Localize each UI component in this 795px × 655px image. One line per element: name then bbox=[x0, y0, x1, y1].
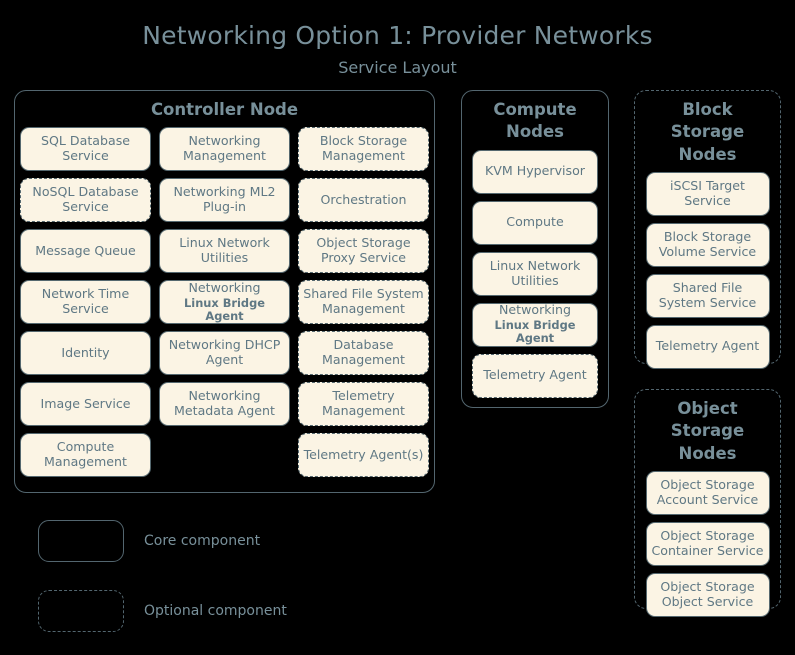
service-box[interactable]: Linux Network Utilities bbox=[472, 251, 598, 296]
service-label: Networking DHCP Agent bbox=[168, 337, 281, 368]
service-box[interactable]: Orchestration bbox=[298, 178, 429, 223]
service-label: Message Queue bbox=[35, 242, 136, 258]
service-box[interactable]: Identity bbox=[20, 331, 151, 376]
service-box[interactable]: Compute bbox=[472, 200, 598, 245]
controller-service-grid: SQL Database Service Networking Managemen… bbox=[20, 127, 429, 478]
service-label: Telemetry Agent(s) bbox=[303, 446, 424, 462]
group-title-object-storage-nodes: Object Storage Nodes bbox=[670, 399, 745, 463]
service-box[interactable]: Telemetry Agent(s) bbox=[298, 433, 429, 478]
service-label: Database Management bbox=[322, 337, 405, 368]
service-label: Object Storage Account Service bbox=[656, 476, 759, 507]
service-box[interactable]: iSCSI Target Service bbox=[645, 171, 770, 216]
legend-row: Optional component bbox=[38, 585, 378, 637]
service-label: Networking bbox=[188, 279, 261, 295]
service-label: Telemetry Agent bbox=[483, 367, 587, 383]
service-label: Object Storage Container Service bbox=[651, 527, 764, 558]
service-box[interactable]: Compute Management bbox=[20, 433, 151, 478]
service-label: SQL Database Service bbox=[40, 133, 131, 164]
service-label: Linux Network Utilities bbox=[489, 257, 581, 288]
service-box[interactable]: Telemetry Agent bbox=[472, 353, 598, 398]
service-box[interactable]: Telemetry Management bbox=[298, 382, 429, 427]
service-label: Block Storage Volume Service bbox=[658, 228, 757, 259]
service-label: Object Storage Proxy Service bbox=[316, 235, 411, 266]
service-label: Telemetry Management bbox=[322, 388, 405, 419]
service-label: Compute bbox=[506, 214, 564, 230]
service-box[interactable]: Shared File System Management bbox=[298, 280, 429, 325]
service-label: Shared File System Management bbox=[303, 286, 424, 317]
empty-cell bbox=[159, 433, 290, 477]
service-box[interactable]: Message Queue bbox=[20, 229, 151, 274]
service-box[interactable]: Networking DHCP Agent bbox=[159, 331, 290, 376]
service-label: Shared File System Service bbox=[658, 279, 757, 310]
service-box[interactable]: Networking Metadata Agent bbox=[159, 382, 290, 427]
legend-swatch-core bbox=[38, 520, 124, 562]
service-box[interactable]: Telemetry Agent bbox=[645, 324, 770, 369]
page-subtitle: Service Layout bbox=[338, 57, 457, 77]
group-object-storage-nodes: Object Storage Nodes Object Storage Acco… bbox=[634, 389, 781, 617]
service-box[interactable]: Object Storage Container Service bbox=[645, 521, 770, 566]
service-label: Networking bbox=[498, 302, 572, 318]
group-title-compute-nodes: Compute Nodes bbox=[493, 100, 577, 142]
group-title-block-storage-nodes: Block Storage Nodes bbox=[670, 100, 745, 164]
service-label: iSCSI Target Service bbox=[670, 177, 745, 208]
service-label: Telemetry Agent bbox=[655, 338, 760, 354]
service-box[interactable]: Block Storage Volume Service bbox=[645, 222, 770, 267]
service-box[interactable]: KVM Hypervisor bbox=[472, 149, 598, 194]
service-label: Network Time Service bbox=[41, 286, 130, 317]
service-label: Compute Management bbox=[44, 439, 127, 470]
service-box[interactable]: Object Storage Account Service bbox=[645, 470, 770, 515]
service-label: KVM Hypervisor bbox=[485, 163, 585, 179]
group-block-storage-nodes: Block Storage Nodes iSCSI Target Service… bbox=[634, 90, 781, 369]
service-label: Identity bbox=[61, 344, 110, 360]
service-box[interactable]: Object Storage Object Service bbox=[645, 572, 770, 617]
service-label: Networking ML2 Plug-in bbox=[173, 184, 276, 215]
service-sublabel: Linux Bridge Agent bbox=[494, 318, 576, 346]
page-title: Networking Option 1: Provider Networks bbox=[142, 21, 653, 50]
title-block: Networking Option 1: Provider Networks S… bbox=[0, 0, 795, 77]
service-box[interactable]: Network Time Service bbox=[20, 280, 151, 325]
service-label: Networking Metadata Agent bbox=[174, 388, 275, 419]
service-box[interactable]: Block Storage Management bbox=[298, 127, 429, 172]
service-box[interactable]: Shared File System Service bbox=[645, 273, 770, 318]
service-box[interactable]: Database Management bbox=[298, 331, 429, 376]
service-box[interactable]: SQL Database Service bbox=[20, 127, 151, 172]
legend-label: Optional component bbox=[144, 603, 287, 619]
service-box[interactable]: Linux Network Utilities bbox=[159, 229, 290, 274]
legend-label: Core component bbox=[144, 533, 261, 549]
group-title-controller-node: Controller Node bbox=[150, 100, 299, 119]
service-label: Orchestration bbox=[320, 191, 407, 207]
service-box[interactable]: Object Storage Proxy Service bbox=[298, 229, 429, 274]
service-label: Networking Management bbox=[183, 133, 266, 164]
service-box[interactable]: NoSQL Database Service bbox=[20, 178, 151, 223]
legend-swatch-optional bbox=[38, 590, 124, 632]
service-box[interactable]: Networking Management bbox=[159, 127, 290, 172]
service-sublabel: Linux Bridge Agent bbox=[184, 295, 265, 324]
service-box[interactable]: Networking ML2 Plug-in bbox=[159, 178, 290, 223]
service-box[interactable]: Image Service bbox=[20, 382, 151, 427]
service-label: Image Service bbox=[40, 395, 131, 411]
legend-row: Core component bbox=[38, 515, 378, 567]
service-label: Block Storage Management bbox=[319, 133, 408, 164]
service-label: NoSQL Database Service bbox=[32, 184, 139, 215]
service-label: Object Storage Object Service bbox=[660, 578, 755, 609]
service-label: Linux Network Utilities bbox=[179, 235, 270, 266]
